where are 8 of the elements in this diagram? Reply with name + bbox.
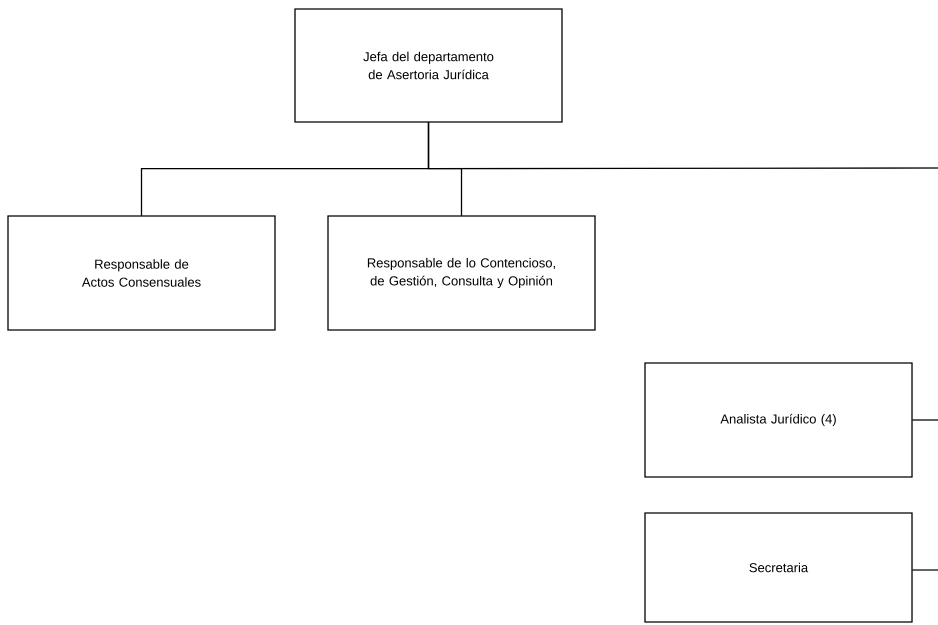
connector-line	[912, 419, 938, 421]
position-box: Responsable de lo Contencioso, de Gestión, Consulta y Opinión	[327, 215, 596, 331]
position-box: Jefa del departamento de Asertoria Jurídica	[294, 8, 563, 123]
position-box: Secretaria	[644, 512, 913, 623]
connector-line	[428, 122, 938, 170]
connector-line	[912, 569, 938, 571]
position-box: Analista Jurídico (4)	[644, 362, 913, 478]
position-box: Responsable de Actos Consensuales	[7, 215, 276, 331]
